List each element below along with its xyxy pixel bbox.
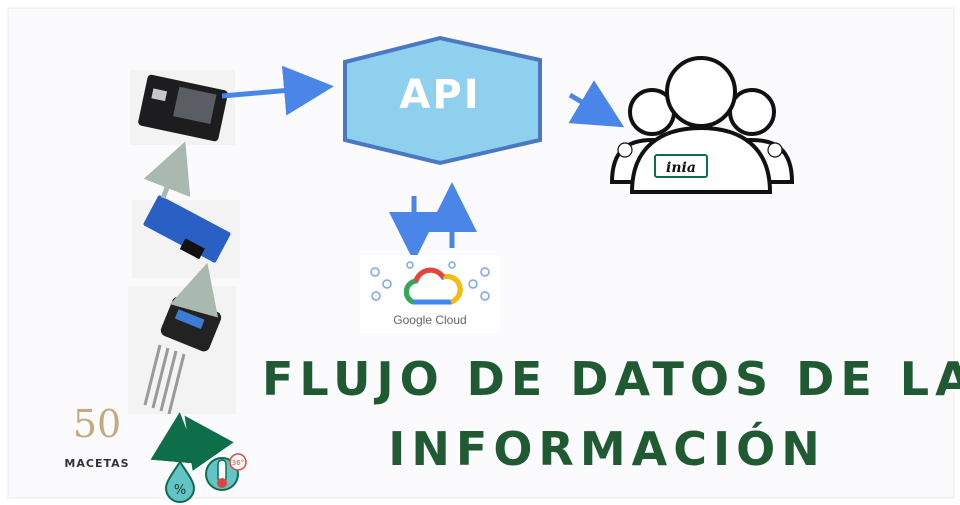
diagram-title-line-1: FLUJO DE DATOS DE LA <box>262 352 960 406</box>
esp32-board-image <box>130 70 235 145</box>
pot-count-number: 50 <box>72 402 122 446</box>
rs485-module-image <box>132 195 240 278</box>
inia-logo-text: inia <box>666 160 696 176</box>
arrow-module-to-board <box>143 141 191 199</box>
arrow-api-to-users <box>568 80 625 128</box>
humidity-icon: % <box>164 460 196 503</box>
inia-logo: inia <box>617 142 783 178</box>
sensor-arrow-temperature <box>184 415 234 471</box>
api-hexagon <box>343 35 542 166</box>
humidity-symbol: % <box>174 483 186 498</box>
thermometer-reading: 36° <box>232 459 244 467</box>
arrow-board-to-api <box>221 65 334 116</box>
google-cloud-logo <box>360 255 500 333</box>
arrow-probe-to-module <box>169 262 219 318</box>
google-cloud-label: Google Cloud <box>393 313 467 327</box>
diagram-title-line-2: INFORMACIÓN <box>388 422 826 476</box>
pot-count-label: MACETAS <box>64 457 130 470</box>
soil-sensor-image <box>128 286 236 415</box>
sensor-arrow-humidity <box>150 412 201 465</box>
api-label: API <box>399 72 481 118</box>
